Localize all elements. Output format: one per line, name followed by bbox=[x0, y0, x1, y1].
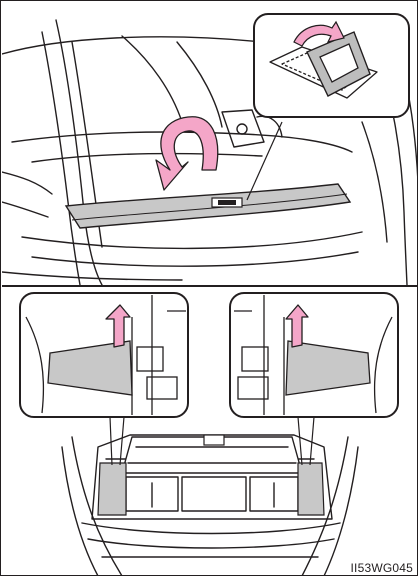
top-panel-rear-view bbox=[2, 2, 418, 285]
deck-board bbox=[66, 184, 350, 228]
top-illustration bbox=[2, 2, 418, 285]
callout-left-side-panel bbox=[20, 293, 188, 417]
callout-right-side-panel bbox=[230, 293, 398, 417]
callout-handle-detail bbox=[254, 14, 409, 117]
bottom-panel-rear-view: II53WG045 bbox=[2, 287, 418, 576]
bottom-illustration bbox=[2, 287, 418, 576]
figure-code: II53WG045 bbox=[349, 561, 416, 575]
